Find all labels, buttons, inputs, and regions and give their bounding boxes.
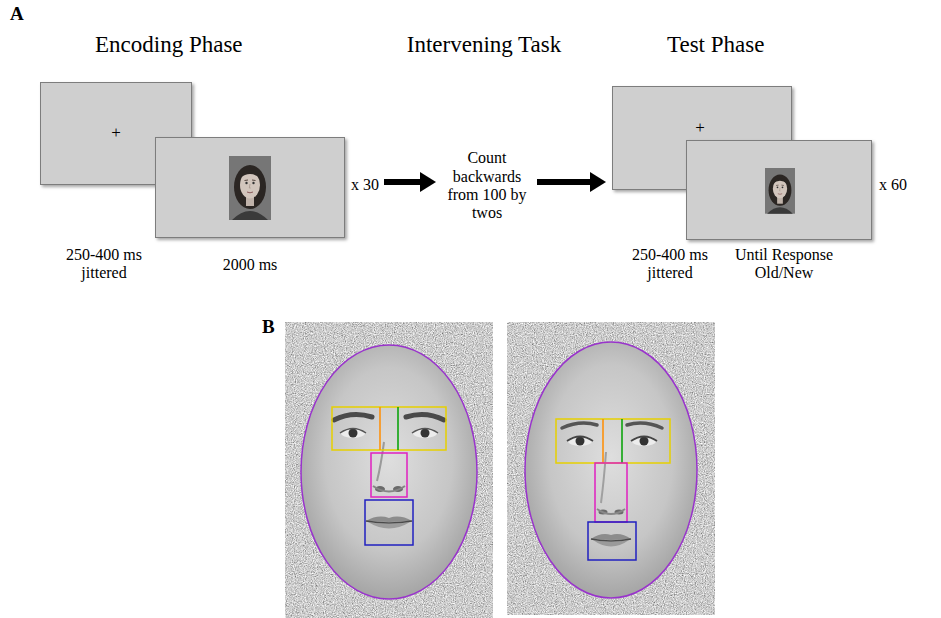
text-holder: x 30 bbox=[351, 176, 379, 194]
right-eye-divider bbox=[621, 419, 623, 463]
iris bbox=[421, 429, 430, 438]
eye bbox=[341, 428, 365, 438]
nose-tip bbox=[373, 486, 405, 492]
label-holder: A bbox=[10, 3, 24, 26]
face-aoi-oval bbox=[525, 342, 697, 598]
eyebrow bbox=[562, 423, 597, 428]
upper-lip bbox=[366, 517, 412, 522]
eyebrow bbox=[406, 415, 444, 420]
eye bbox=[568, 436, 592, 446]
face-thumbnail bbox=[765, 168, 795, 214]
panel-letter: A bbox=[10, 3, 24, 26]
face-aoi-oval bbox=[301, 345, 477, 599]
phase-heading: Test Phase bbox=[667, 31, 764, 59]
left-eye-divider bbox=[379, 407, 381, 450]
face-skin bbox=[301, 345, 477, 599]
eyes-aoi bbox=[332, 407, 446, 450]
text-holder: + bbox=[695, 118, 705, 138]
nose-tip bbox=[597, 509, 625, 514]
text-holder: 2000 ms bbox=[200, 256, 300, 274]
stimulus-screen: Until Response Old/Newx 60 bbox=[686, 140, 872, 240]
text-holder: 250-400 ms jittered bbox=[54, 246, 154, 283]
trial-count: x 60 bbox=[879, 176, 907, 194]
eyebrow bbox=[627, 423, 662, 428]
right-eye-divider bbox=[397, 407, 399, 450]
mouth-aoi bbox=[588, 522, 636, 560]
flow-arrow bbox=[384, 179, 421, 185]
eyelid bbox=[340, 429, 366, 434]
text-holder: 250-400 ms jittered bbox=[620, 246, 720, 283]
text-holder: Until Response Old/New bbox=[725, 246, 843, 283]
eye bbox=[413, 428, 437, 438]
nose-aoi bbox=[595, 463, 627, 522]
task-text-box: Count backwards from 100 by twos bbox=[442, 147, 532, 225]
upper-lip bbox=[591, 534, 631, 540]
text-holder: + bbox=[111, 123, 121, 143]
eyebrow bbox=[334, 415, 372, 420]
eyelid bbox=[567, 437, 593, 442]
eyelid bbox=[631, 437, 657, 442]
label-holder: B bbox=[262, 316, 275, 339]
flow-arrow bbox=[537, 179, 591, 185]
task-instruction: Count backwards from 100 by twos bbox=[444, 149, 530, 223]
label-holder: Encoding Phase bbox=[95, 31, 243, 59]
face-stimulus bbox=[507, 322, 715, 615]
text-holder: x 60 bbox=[879, 176, 907, 194]
mouth-aoi bbox=[365, 500, 413, 545]
timing-caption: 2000 ms bbox=[200, 256, 300, 274]
eyes-aoi bbox=[556, 419, 670, 463]
nose-aoi bbox=[371, 453, 407, 497]
phase-heading: Encoding Phase bbox=[95, 31, 243, 59]
response-caption: Until Response Old/New bbox=[725, 246, 843, 283]
iris bbox=[640, 437, 649, 446]
eyelid bbox=[412, 429, 438, 434]
text-holder: Count backwards from 100 by twos bbox=[444, 149, 530, 223]
label-holder: Intervening Task bbox=[407, 31, 561, 59]
face-skin bbox=[525, 342, 697, 598]
noise-background bbox=[507, 322, 715, 615]
iris bbox=[349, 429, 358, 438]
label-holder: Test Phase bbox=[667, 31, 764, 59]
mouth-line bbox=[591, 539, 631, 541]
fixation-cross: + bbox=[111, 123, 121, 143]
face-thumbnail bbox=[229, 156, 271, 220]
iris bbox=[576, 437, 585, 446]
timing-caption: 250-400 ms jittered bbox=[620, 246, 720, 283]
phase-heading: Intervening Task bbox=[407, 31, 561, 59]
fixation-cross: + bbox=[695, 118, 705, 138]
eye bbox=[632, 436, 656, 446]
stimulus-screen: 2000 msx 30 bbox=[155, 137, 345, 238]
noise-background bbox=[285, 322, 493, 618]
mouth-line bbox=[366, 521, 412, 523]
panel-letter: B bbox=[262, 316, 275, 339]
face-stimulus bbox=[285, 322, 493, 618]
left-eye-divider bbox=[602, 419, 604, 463]
timing-caption: 250-400 ms jittered bbox=[54, 246, 154, 283]
trial-count: x 30 bbox=[351, 176, 379, 194]
